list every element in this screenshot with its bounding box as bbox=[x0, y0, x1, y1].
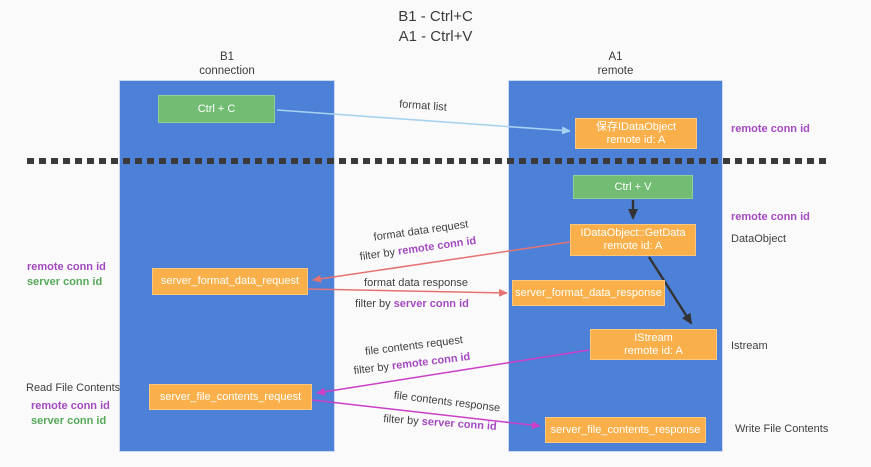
filter-by-server-conn-id-label-2: filter by server conn id bbox=[383, 413, 497, 433]
format-data-response-label: format data response bbox=[364, 277, 468, 289]
idataobject-getdata-box: IDataObject::GetData remote id: A bbox=[570, 224, 696, 256]
title-line-2: A1 - Ctrl+V bbox=[398, 28, 473, 45]
filter-by-text: filter by bbox=[359, 245, 399, 264]
server-conn-id-text: server conn id bbox=[421, 415, 498, 433]
server-format-data-request-box: server_format_data_request bbox=[152, 268, 308, 295]
server-format-data-response-box: server_format_data_response bbox=[512, 280, 665, 306]
filter-by-text: filter by bbox=[353, 360, 393, 378]
lane-b1-role: connection bbox=[199, 65, 255, 77]
format-list-label: format list bbox=[398, 98, 448, 114]
read-file-contents-label: Read File Contents bbox=[26, 382, 121, 394]
right-remote-conn-id-label-top: remote conn id bbox=[731, 123, 810, 135]
diagram-title: B1 - Ctrl+C A1 - Ctrl+V bbox=[0, 7, 871, 47]
istream-side-label: Istream bbox=[731, 340, 768, 352]
lane-a1-role: remote bbox=[597, 65, 634, 77]
server-file-contents-response-box: server_file_contents_response bbox=[545, 417, 706, 443]
save-idataobject-box: 保存IDataObject remote id: A bbox=[575, 118, 697, 149]
ctrl-v-label: Ctrl + V bbox=[614, 180, 652, 193]
lane-header-a1: A1 remote bbox=[508, 50, 723, 78]
getdata-line2: remote id: A bbox=[603, 240, 663, 252]
dataobject-label: DataObject bbox=[731, 233, 787, 245]
server-file-contents-response-label: server_file_contents_response bbox=[550, 423, 701, 436]
ctrl-v-box: Ctrl + V bbox=[573, 175, 693, 199]
istream-box: IStream remote id: A bbox=[590, 329, 717, 360]
server-format-data-response-label: server_format_data_response bbox=[515, 286, 662, 299]
session-boundary-dashed-line bbox=[27, 158, 830, 164]
file-contents-response-label: file contents response bbox=[393, 389, 501, 415]
ctrl-c-label: Ctrl + C bbox=[197, 102, 236, 115]
right-remote-conn-id-label-mid: remote conn id bbox=[731, 211, 810, 223]
remote-conn-id-text: remote conn id bbox=[391, 350, 471, 373]
istream-line2: remote id: A bbox=[624, 344, 683, 357]
title-line-1: B1 - Ctrl+C bbox=[398, 8, 473, 25]
ctrl-c-box: Ctrl + C bbox=[158, 95, 275, 123]
write-file-contents-label: Write File Contents bbox=[735, 423, 829, 435]
left-bottom-remote-conn-id-label: remote conn id bbox=[31, 400, 110, 412]
left-remote-conn-id-label: remote conn id bbox=[27, 261, 106, 273]
lane-b1-name: B1 bbox=[219, 51, 235, 63]
server-format-data-request-label: server_format_data_request bbox=[160, 275, 300, 287]
filter-by-text: filter by bbox=[355, 298, 394, 310]
format-data-response-arrow bbox=[307, 288, 508, 297]
server-file-contents-request-label: server_file_contents_request bbox=[159, 390, 302, 403]
server-conn-id-text: server conn id bbox=[393, 298, 469, 310]
server-file-contents-request-box: server_file_contents_request bbox=[149, 384, 312, 410]
lane-a1-name: A1 bbox=[608, 51, 623, 63]
istream-line1: IStream bbox=[634, 331, 673, 344]
save-idataobject-line2: remote id: A bbox=[606, 133, 666, 146]
left-server-conn-id-label: server conn id bbox=[27, 276, 103, 288]
lane-header-b1: B1 connection bbox=[119, 50, 335, 78]
save-idataobject-line1: 保存IDataObject bbox=[595, 120, 677, 133]
getdata-line1: IDataObject::GetData bbox=[580, 227, 686, 239]
filter-by-server-conn-id-label-1: filter by server conn id bbox=[355, 298, 469, 310]
filter-by-text: filter by bbox=[382, 413, 423, 428]
left-bottom-server-conn-id-label: server conn id bbox=[31, 415, 107, 427]
